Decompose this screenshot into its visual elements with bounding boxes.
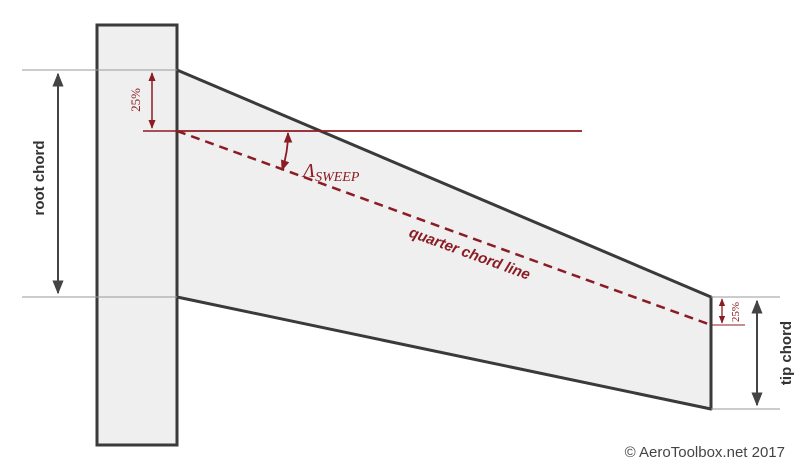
sweep-angle-arc — [281, 131, 293, 172]
sweep-subscript: SWEEP — [315, 170, 360, 185]
copyright-notice: © AeroToolbox.net 2017 — [625, 444, 785, 461]
root-chord-label: root chord — [31, 141, 48, 216]
quarter-chord-line — [176, 129, 712, 327]
tip-chord-label: tip chord — [778, 321, 795, 385]
root-percent-label: 25% — [128, 88, 143, 112]
fuselage — [95, 23, 179, 447]
tip-percent-label: 25% — [730, 302, 742, 322]
sweep-symbol: Λ — [301, 160, 315, 182]
sweep-angle-label: ΛSWEEP — [301, 160, 360, 185]
